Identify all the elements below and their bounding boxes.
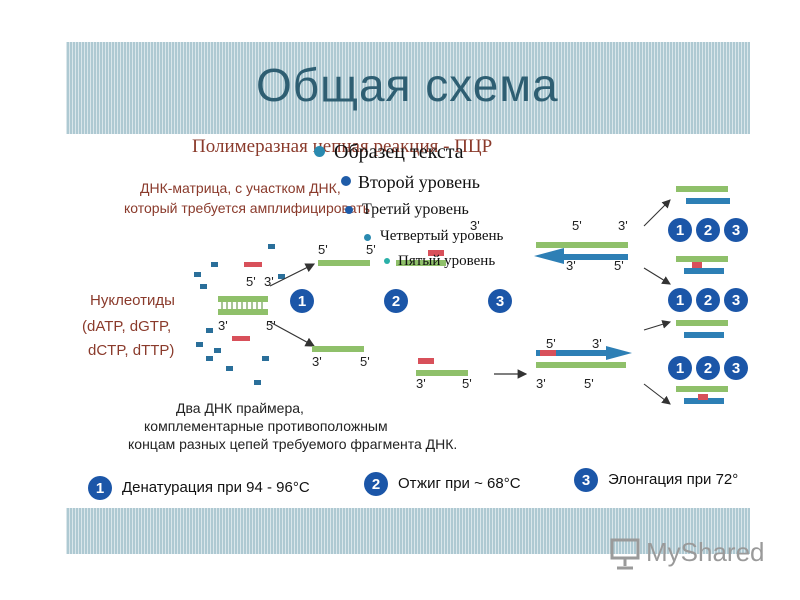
annealed-strand-top [396,250,446,266]
legend-badge-2: 2 [364,472,388,496]
bullet-dot-1 [314,146,325,157]
logo-text: MyShared [646,537,765,567]
primers-label-line2: комплементарные противоположным [144,418,388,434]
bullet-level-3: Третий уровень [362,201,469,218]
template-end-5b: 5' [266,318,276,333]
presentation-board-icon [610,538,640,570]
template-end-5: 5' [246,274,256,289]
strand-bottom-end-5: 5' [360,354,370,369]
right-badge-1c: 1 [668,356,692,380]
bullet-dot-2 [341,176,351,186]
matrix-label-line1: ДНК-матрица, с участком ДНК, [140,180,341,196]
template-end-3: 3' [264,274,274,289]
denatured-strand-bottom [312,346,364,352]
legend-label-1: Денатурация при 94 - 96°C [122,479,310,496]
product-strands [676,186,730,404]
footer-band [66,508,750,554]
annealed-bottom-end-3: 3' [416,376,426,391]
nucleotides-list-line1: (dATP, dGTP, [82,318,172,335]
elong-top-end-5b: 5' [614,258,624,273]
elong-bottom-end-5b: 5' [584,376,594,391]
step-badge-2: 2 [384,289,408,313]
primers-label-line1: Два ДНК праймера, [176,400,304,416]
slide-title: Общая схема [256,59,559,111]
primer-glyphs [232,262,262,341]
nucleotides-list-line2: dCTP, dTTP) [88,342,175,359]
template-end-3b: 3' [218,318,228,333]
bullet-dot-3 [345,206,353,214]
right-badge-3a: 3 [724,218,748,242]
header-band [66,42,750,134]
elong-bottom-end-5: 5' [546,336,556,351]
right-badge-1b: 1 [668,288,692,312]
elongation-strand-bottom [536,346,632,368]
bullet-level-2: Второй уровень [358,172,480,192]
step-badge-3: 3 [488,289,512,313]
strand-top-end-5: 5' [318,242,328,257]
primers-label-line3: концам разных цепей требуемого фрагмента… [128,436,458,452]
matrix-label-line2: который требуется амплифицировать [124,200,370,216]
annealed-strand-bottom [416,358,468,376]
right-badge-2b: 2 [696,288,720,312]
legend-label-2: Отжиг при ~ 68°C [398,475,521,492]
strand-bottom-end-3: 3' [312,354,322,369]
legend-label-3: Элонгация при 72° [608,471,739,488]
template-dna-strand [218,296,268,315]
elong-bottom-end-3b: 3' [536,376,546,391]
pcr-drawing [194,186,730,405]
right-badge-2c: 2 [696,356,720,380]
bullet-level-5: Пятый уровень [398,253,496,269]
annealed-top-end-3: 3' [470,218,480,233]
elong-top-end-5: 5' [572,218,582,233]
legend-badge-1: 1 [88,476,112,500]
right-badge-2a: 2 [696,218,720,242]
pcr-diagram: Полимеразная цепная реакция - ПЦР ДНК-ма… [66,134,750,508]
legend-badge-3: 3 [574,468,598,492]
right-badge-1a: 1 [668,218,692,242]
step-badge-1: 1 [290,289,314,313]
bullet-level-4: Четвертый уровень [380,228,504,244]
right-badge-3b: 3 [724,288,748,312]
diagram-subtitle: Полимеразная цепная реакция - ПЦР [192,136,493,157]
annealed-bottom-end-5: 5' [462,376,472,391]
nucleotides-label: Нуклеотиды [90,292,175,309]
denatured-strand-top [318,260,370,266]
annealed-top-end-5: 5' [366,242,376,257]
elong-top-end-3b: 3' [566,258,576,273]
nucleotide-glyphs [194,244,285,385]
bullet-dot-5 [384,258,390,264]
right-badge-3c: 3 [724,356,748,380]
elong-bottom-end-3: 3' [592,336,602,351]
bullet-level-1: Образец текста [334,141,464,163]
bullet-dot-4 [364,234,371,241]
elongation-strand-top [534,242,628,264]
elong-top-end-3: 3' [618,218,628,233]
